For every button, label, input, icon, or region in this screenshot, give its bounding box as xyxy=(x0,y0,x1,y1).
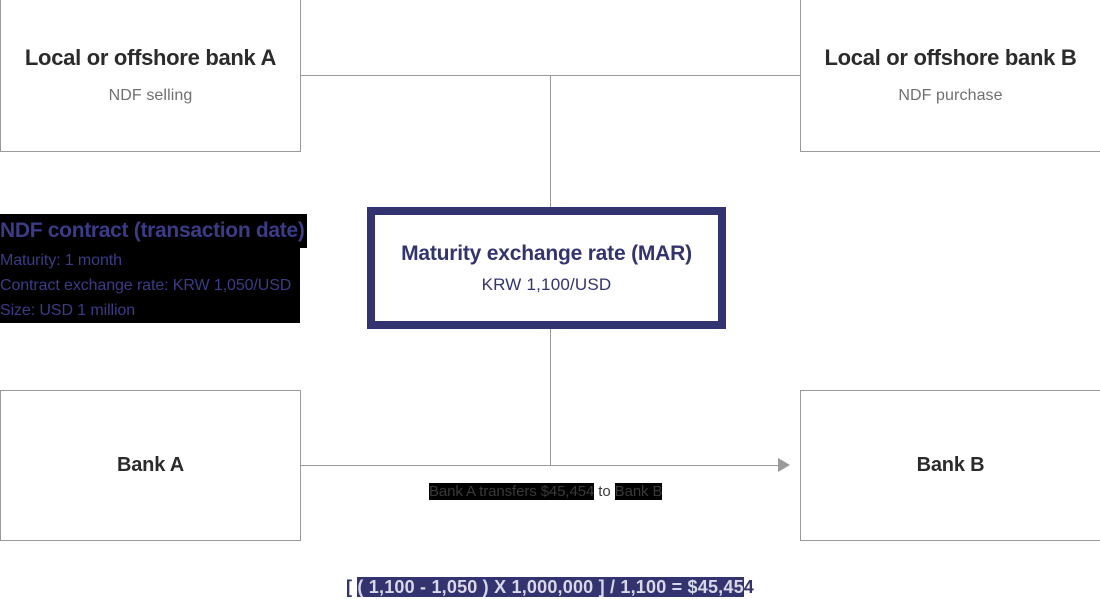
transfer-caption-selected-1: Bank A transfers $45,454 xyxy=(429,483,595,500)
formula-suffix: 4 xyxy=(743,577,754,597)
mar-title: Maturity exchange rate (MAR) xyxy=(401,241,692,265)
connector-top-right xyxy=(550,75,801,76)
formula-prefix: [ xyxy=(346,577,358,597)
transfer-caption: Bank A transfers $45,454 to Bank B xyxy=(429,483,663,500)
ndf-contract-size: Size: USD 1 million xyxy=(0,298,300,323)
transfer-arrowhead xyxy=(778,458,790,472)
top-right-bank-title: Local or offshore bank B xyxy=(824,44,1077,70)
top-left-bank-subtitle: NDF selling xyxy=(108,87,193,105)
top-left-bank-title: Local or offshore bank A xyxy=(24,44,277,70)
transfer-caption-plain: to xyxy=(594,483,615,500)
top-right-bank-box[interactable]: Local or offshore bank B NDF purchase xyxy=(800,0,1100,152)
ndf-contract-block[interactable]: NDF contract (transaction date) Maturity… xyxy=(0,214,334,323)
bottom-right-bank-title: Bank B xyxy=(916,454,985,476)
connector-vertical-upper xyxy=(550,75,551,208)
connector-bottom-right xyxy=(550,465,781,466)
bottom-left-bank-title: Bank A xyxy=(117,454,184,476)
maturity-exchange-rate-box[interactable]: Maturity exchange rate (MAR) KRW 1,100/U… xyxy=(367,207,726,329)
top-right-bank-subtitle: NDF purchase xyxy=(898,87,1003,105)
connector-bottom-left xyxy=(300,465,551,466)
ndf-contract-title: NDF contract (transaction date) xyxy=(0,214,307,248)
formula-selected: ( 1,100 - 1,050 ) X 1,000,000 ] / 1,100 … xyxy=(357,577,744,597)
mar-value: KRW 1,100/USD xyxy=(481,274,612,294)
transfer-caption-selected-2: Bank B xyxy=(614,483,663,500)
connector-vertical-lower xyxy=(550,329,551,465)
top-left-bank-box[interactable]: Local or offshore bank A NDF selling xyxy=(0,0,301,152)
ndf-contract-rate: Contract exchange rate: KRW 1,050/USD xyxy=(0,273,300,298)
bottom-right-bank-box[interactable]: Bank B xyxy=(800,390,1100,541)
settlement-formula: [ ( 1,100 - 1,050 ) X 1,000,000 ] / 1,10… xyxy=(0,577,1100,598)
connector-top-left xyxy=(300,75,551,76)
ndf-contract-maturity: Maturity: 1 month xyxy=(0,248,300,273)
bottom-left-bank-box[interactable]: Bank A xyxy=(0,390,301,541)
